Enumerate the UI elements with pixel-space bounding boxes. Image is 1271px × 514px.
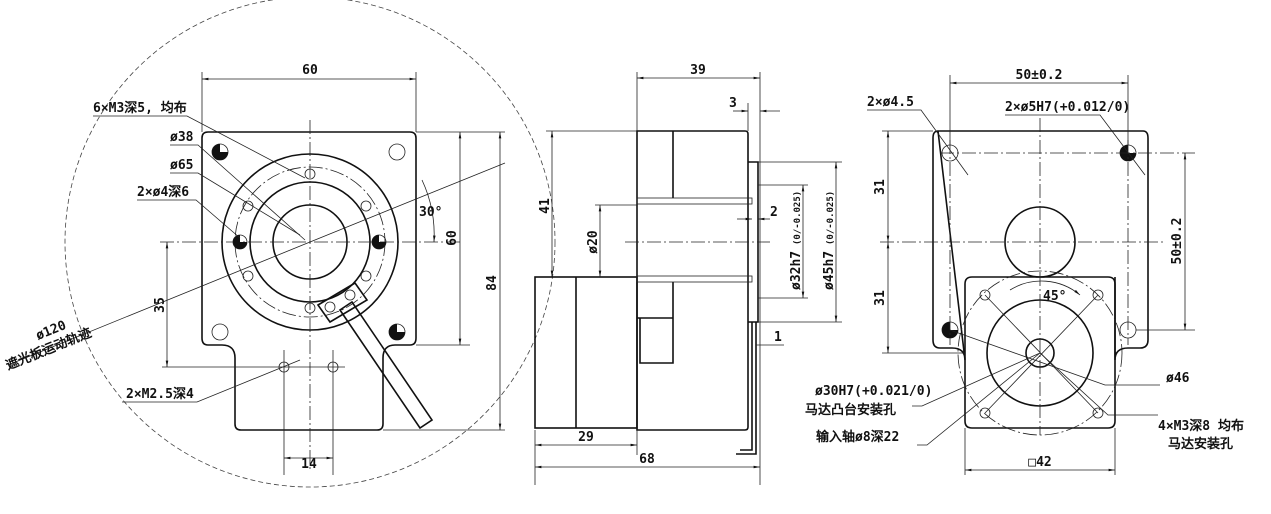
inner-edges [637,131,674,364]
housing-outline [201,131,417,431]
dim-angle-45: 45° [1043,289,1066,304]
front-dimensions [7,72,506,475]
label-dia-46: ø46 [1166,371,1190,386]
side-dimensions [534,72,842,485]
label-motor-mount: 马达安装孔 [1168,436,1233,452]
rear-holes [941,144,1137,419]
dim-width-60: 60 [302,63,318,78]
dim-dia-45-tolerance: (0/-0.025) [826,191,836,245]
dim-height-60: 60 [445,230,460,246]
label-motor-holes: 4×M3深8 均布 [1158,418,1244,434]
hatched-tube-bottom [636,275,753,283]
label-6xm3-holes: 6×M3深5, 均布 [93,100,187,116]
dim-angle-30: 30° [419,205,442,220]
mounting-plate [932,130,1149,361]
motor-square [964,276,1116,429]
pin-hole-marks [212,144,405,340]
dim-width-50: 50±0.2 [1016,68,1063,83]
dim-len-68: 68 [639,452,655,467]
rear-dimensions [867,75,1195,475]
dim-dia-45h7: ø45h7 [822,251,837,290]
hatched-tube-top [636,197,753,205]
label-2xm25-holes: 2×M2.5深4 [126,386,194,402]
dim-len-3: 3 [729,96,737,111]
side-view: 39 3 41 ø20 2 ø32h7 (0/-0.025) ø45h7 (0/… [534,63,842,485]
label-boss-dia: ø30H7(+0.021/0) [815,384,932,399]
label-dia-65: ø65 [170,158,193,173]
dim-dia-20: ø20 [586,230,601,254]
gearbox-body [636,130,749,431]
dim-dia-32h7: ø32h7 [789,251,804,290]
dim-31-top: 31 [873,179,888,195]
shutter-plate [736,322,757,455]
rear-view: 50±0.2 50±0.2 31 31 2×ø4.5 2×ø5H7(+0.012… [805,68,1244,475]
dim-dia-32-tolerance: (0/-0.025) [793,191,803,245]
dim-len-39: 39 [690,63,706,78]
dim-height-50: 50±0.2 [1170,218,1185,265]
rear-center-lines [880,118,1195,435]
dim-spacing-14: 14 [301,457,317,472]
dim-len-29: 29 [578,430,594,445]
label-input-shaft: 输入轴ø8深22 [816,429,899,445]
trajectory-circle [64,0,556,488]
dim-height-84: 84 [485,275,500,291]
shutter-arm [316,281,434,430]
dim-len-1: 1 [774,330,782,345]
dim-len-41: 41 [538,198,553,214]
label-boss-hole: 马达凸台安装孔 [805,402,896,418]
dim-len-2: 2 [770,205,778,220]
dim-31-bottom: 31 [873,290,888,306]
dim-square-42: □42 [1028,455,1051,470]
label-dia-38: ø38 [170,130,194,145]
motor-body [534,276,638,429]
label-2xd5h7-holes: 2×ø5H7(+0.012/0) [1005,100,1130,115]
dim-offset-35: 35 [153,297,168,313]
front-view: 60 60 84 35 14 30° 6×M3深5, 均布 ø38 ø65 2×… [4,0,556,488]
label-2xd45-holes: 2×ø4.5 [867,95,914,110]
label-2xd4-holes: 2×ø4深6 [137,184,189,200]
